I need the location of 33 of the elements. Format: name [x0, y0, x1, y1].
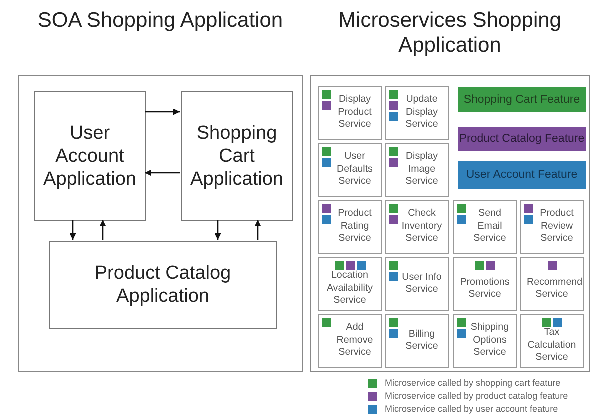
service-box: Location Availability Service: [318, 257, 382, 311]
arrow: [214, 220, 222, 240]
service-box: Update Display Service: [385, 86, 449, 140]
arrow: [70, 220, 76, 240]
service-box: User Info Service: [385, 257, 449, 311]
service-box: Add Remove Service: [318, 314, 382, 368]
service-box: Display Product Service: [318, 86, 382, 140]
service-box: Tax Calculation Service: [520, 314, 584, 368]
service-box: Send Email Service: [453, 200, 517, 254]
feature-bar: Product Catalog Feature: [458, 127, 586, 151]
arrow: [145, 108, 180, 116]
feature-bar: User Account Feature: [458, 161, 586, 189]
panel-title: SOA Shopping Application: [36, 8, 284, 33]
panel-title: Microservices Shopping Application: [338, 8, 562, 58]
service-box: Check Inventory Service: [385, 200, 449, 254]
arrow: [254, 220, 262, 240]
feature-bar: Shopping Cart Feature: [458, 87, 586, 112]
service-box: Recommend Service: [520, 257, 584, 311]
legend-text: Microservice called by shopping cart feature: [385, 378, 561, 388]
service-box: Shipping Options Service: [453, 314, 517, 368]
arrow: [100, 220, 106, 240]
service-box: Display Image Service: [385, 143, 449, 197]
application-box: Shopping Cart Application: [181, 91, 293, 221]
service-box: Billing Service: [385, 314, 449, 368]
arrow: [145, 170, 180, 176]
service-box: User Defaults Service: [318, 143, 382, 197]
legend-text: Microservice called by user account feature: [385, 404, 558, 414]
service-box: Promotions Service: [453, 257, 517, 311]
application-box: User Account Application: [34, 91, 146, 221]
service-box: Product Rating Service: [318, 200, 382, 254]
application-box: Product Catalog Application: [49, 241, 277, 329]
legend-text: Microservice called by product catalog feature: [385, 391, 568, 401]
service-box: Product Review Service: [520, 200, 584, 254]
